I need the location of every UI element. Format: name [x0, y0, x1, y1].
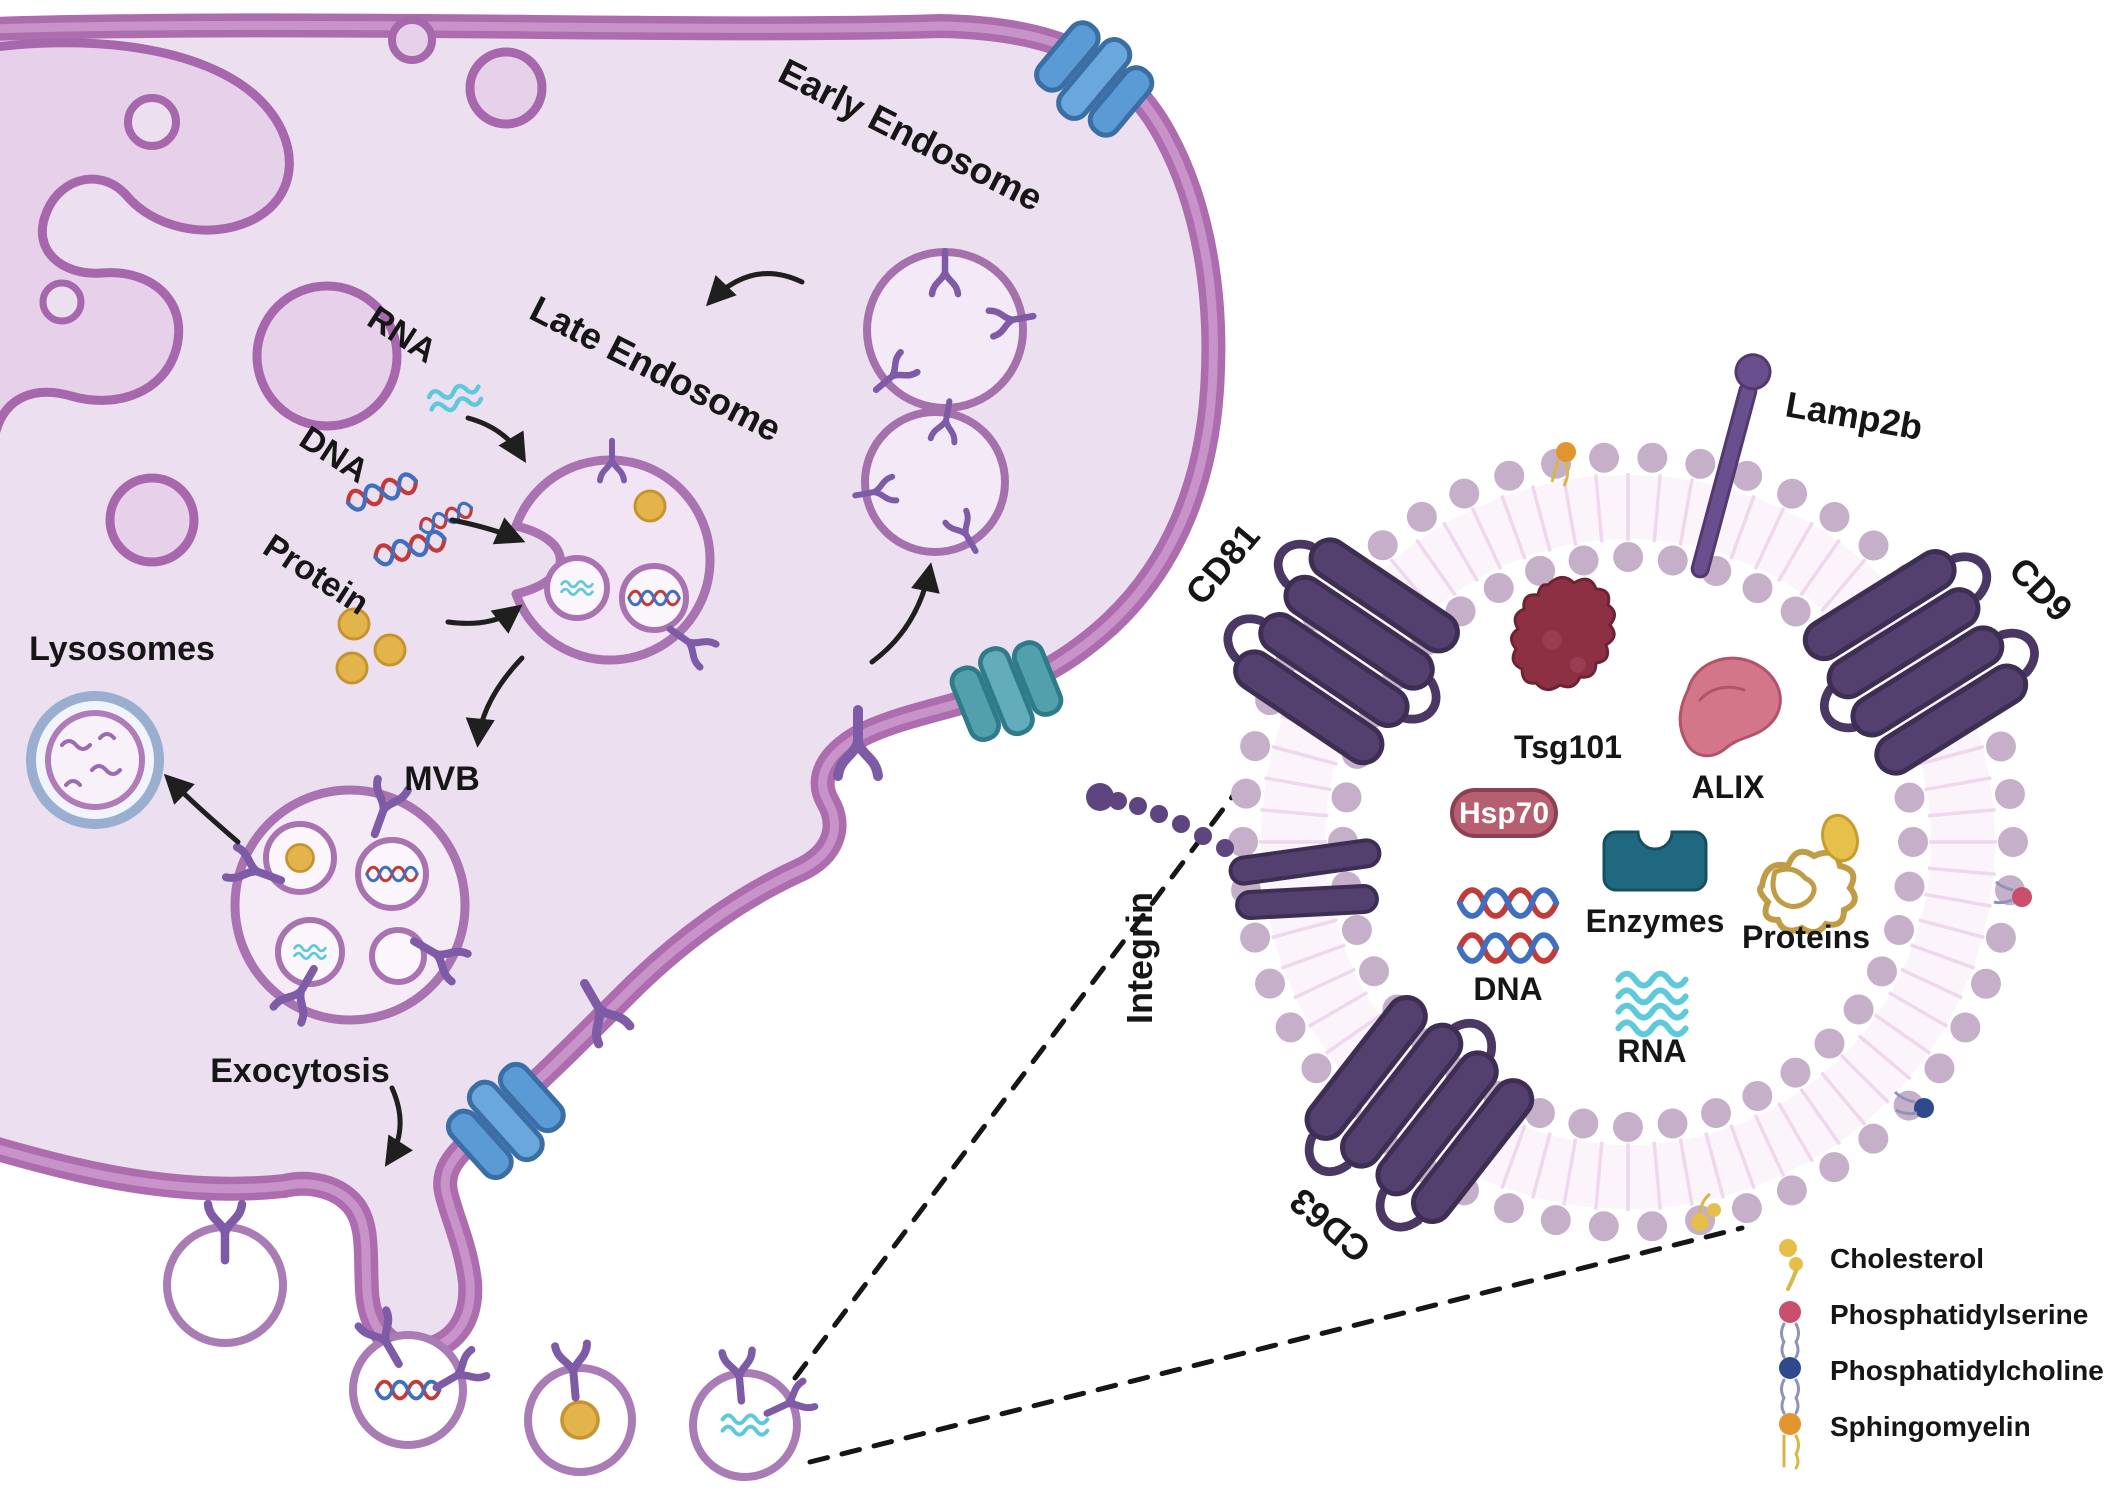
proteins-tangle-icon — [1757, 813, 1859, 936]
late-endosome — [511, 441, 716, 667]
mvb — [226, 779, 468, 1023]
arrow-rna-uptake — [465, 415, 527, 464]
proteins-label: Proteins — [1742, 919, 1870, 955]
cd9-label: CD9 — [2001, 549, 2081, 629]
lysosome-enzyme-squiggles — [60, 732, 122, 787]
er-golgi-organelle — [0, 16, 547, 567]
exocytosis-label: Exocytosis — [210, 1052, 390, 1090]
cargo-protein-dot — [633, 489, 667, 523]
hsp70-label: Hsp70 — [1459, 797, 1549, 830]
hsp70-badge: Hsp70 — [1450, 788, 1558, 838]
alix-label: ALIX — [1692, 769, 1766, 805]
exosome-detail: Hsp70 Tsg101 ALIX Enzymes Proteins DNA R… — [1086, 353, 2081, 1271]
zoom-indicator-lines — [792, 777, 1745, 1465]
sphingomyelin-label: Sphingomyelin — [1830, 1411, 2031, 1442]
phosphatidylserine-label: Phosphatidylserine — [1830, 1299, 2088, 1330]
mvb-label: MVB — [404, 760, 480, 798]
exosome-rna-label: RNA — [1617, 1033, 1686, 1069]
secreted-exosomes — [163, 1204, 815, 1481]
phosphatidylcholine-label: Phosphatidylcholine — [1830, 1355, 2104, 1386]
arrow-exocytosis — [384, 1085, 413, 1167]
integrin-label: Integrin — [1119, 892, 1160, 1024]
lipid-legend: Cholesterol Phosphatidylserine Phosphati… — [1779, 1239, 2104, 1470]
lamp2b-protein — [1690, 353, 1772, 579]
membrane-lipid-marks — [1550, 442, 2032, 1231]
phosphatidylcholine-legend-icon — [1779, 1357, 1801, 1415]
enzymes-icon — [1602, 830, 1708, 892]
sphingomyelin-lipid — [1550, 442, 1576, 487]
phosphatidylserine-lipid — [1993, 880, 2032, 907]
cholesterol-legend-icon — [1779, 1239, 1803, 1291]
lysosomes-label: Lysosomes — [29, 630, 215, 668]
arrow-early-to-late — [705, 271, 805, 307]
enzymes-label: Enzymes — [1586, 903, 1725, 939]
arrow-mvb-to-lysosome — [163, 773, 241, 845]
tsg101-protein — [1510, 576, 1616, 691]
phosphatidylcholine-lipid — [1893, 1090, 1934, 1118]
phosphatidylserine-legend-icon — [1779, 1301, 1801, 1359]
arrow-membrane-to-early — [869, 562, 940, 665]
integrin-protein — [1086, 783, 1382, 920]
tsg101-label: Tsg101 — [1514, 729, 1622, 765]
early-endosome-vesicles — [853, 251, 1035, 557]
cholesterol-lipid — [1691, 1192, 1721, 1231]
lysosome — [26, 691, 164, 829]
sphingomyelin-legend-icon — [1779, 1413, 1801, 1470]
arrow-late-to-mvb — [465, 655, 525, 748]
arrow-dna-uptake — [449, 517, 526, 545]
outer-leaflet-beads — [1228, 442, 2028, 1242]
exosome-dna-label: DNA — [1473, 971, 1542, 1007]
lamp2b-label: Lamp2b — [1783, 384, 1926, 448]
process-arrows — [163, 271, 940, 1167]
cell: Early Endosome Late Endosome RNA DNA Pro… — [0, 11, 1226, 1481]
cd63-label: CD63 — [1282, 1180, 1379, 1271]
cholesterol-label: Cholesterol — [1830, 1243, 1984, 1274]
alix-protein — [1678, 656, 1782, 758]
arrow-protein-uptake — [445, 604, 523, 634]
